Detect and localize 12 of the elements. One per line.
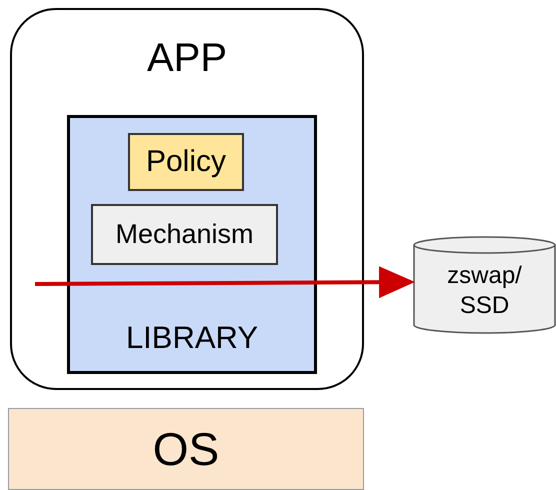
node-label: OS [152, 426, 220, 472]
mechanism-box [91, 204, 278, 265]
node-label: LIBRARY [126, 322, 258, 353]
library-box [67, 115, 317, 374]
app-box [10, 8, 364, 390]
arrow [34, 266, 415, 298]
policy-box [128, 133, 244, 191]
node-label: zswap/ SSD [446, 261, 523, 321]
node-label: Policy [146, 147, 226, 177]
node-label: APP [146, 38, 228, 78]
node-label: Mechanism [115, 221, 254, 248]
os-box [8, 408, 364, 490]
